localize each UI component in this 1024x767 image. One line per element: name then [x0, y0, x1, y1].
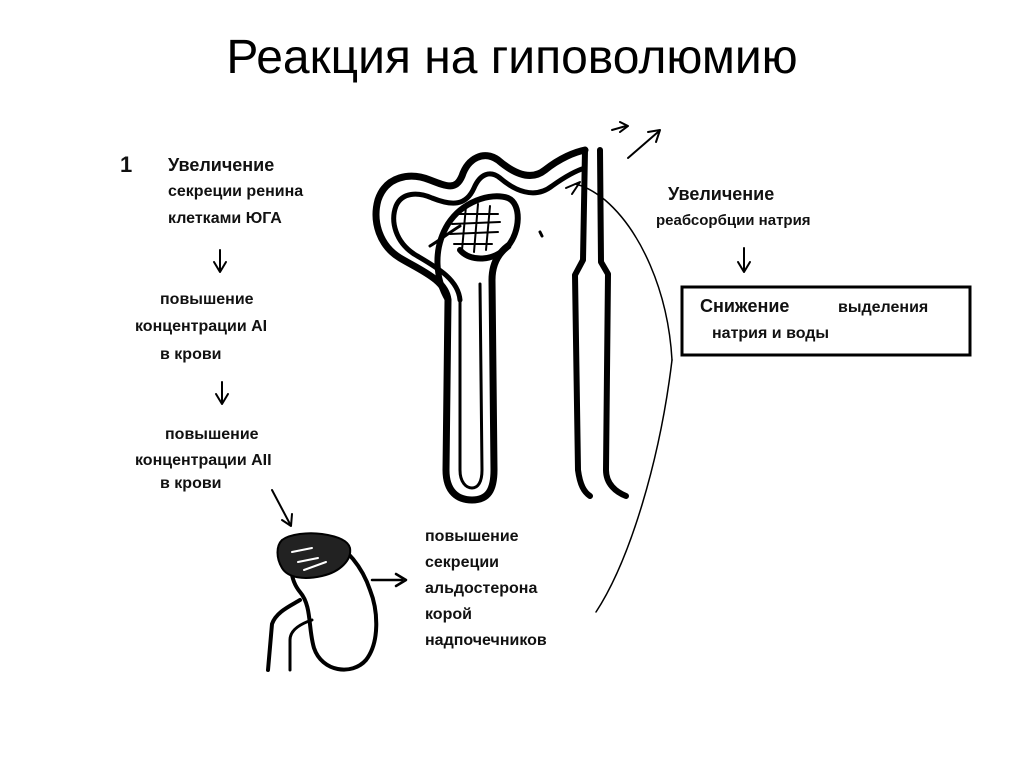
loop-of-henle-inner — [460, 284, 482, 488]
aldosterone-line-3: альдостерона — [425, 579, 537, 598]
a2-line-3: в крови — [160, 474, 222, 493]
arrow-a2-to-adrenal — [272, 490, 290, 524]
box-line-2: натрия и воды — [712, 324, 829, 343]
renin-line-1: Увеличение — [168, 155, 274, 177]
output-arrow-2 — [628, 132, 658, 158]
a1-line-2: концентрации АI — [135, 317, 267, 336]
reabsorption-line-1: Увеличение — [668, 184, 774, 206]
box-line-1b: выделения — [838, 298, 928, 317]
reabsorption-arrowhead — [566, 182, 580, 194]
step-number: 1 — [120, 152, 132, 178]
collecting-duct-left — [575, 150, 590, 496]
renin-line-2: секреции ренина — [168, 182, 303, 201]
a2-line-1: повышение — [165, 425, 259, 444]
box-line-1a: Снижение — [700, 296, 789, 318]
renin-line-3: клетками ЮГА — [168, 209, 282, 228]
a1-line-3: в крови — [160, 345, 222, 364]
a1-line-1: повышение — [160, 290, 254, 309]
a2-line-2: концентрации АII — [135, 451, 272, 470]
aldosterone-line-5: надпочечников — [425, 631, 547, 650]
ureter — [268, 600, 300, 670]
feedback-curve-upper — [575, 184, 672, 360]
aldosterone-line-4: корой — [425, 605, 472, 624]
reabsorption-line-2: реабсорбции натрия — [656, 212, 811, 230]
aldosterone-line-1: повышение — [425, 527, 519, 546]
adrenal-gland — [278, 533, 351, 578]
collecting-duct-right — [600, 150, 626, 496]
aldosterone-line-2: секреции — [425, 553, 499, 572]
distal-tubule-outer — [376, 150, 585, 300]
